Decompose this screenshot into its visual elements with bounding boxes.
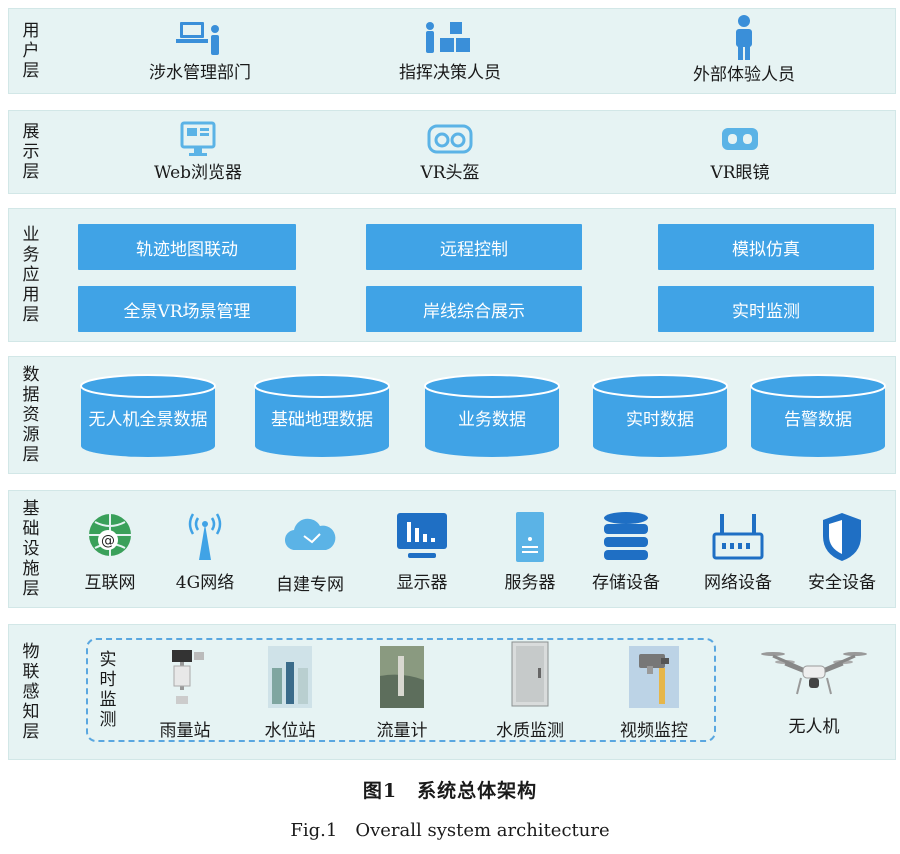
flow-meter-icon	[380, 646, 424, 708]
iot-video-surveillance: 视频监控	[604, 646, 704, 741]
rain-gauge-icon	[172, 650, 204, 704]
shield-icon	[823, 513, 861, 561]
globe-at-icon: @	[89, 514, 131, 556]
business-track-map: 轨迹地图联动	[78, 224, 296, 270]
figure-caption-en: Fig.1 Overall system architecture	[290, 820, 610, 841]
svg-text:@: @	[101, 533, 115, 549]
monitor-chart-icon	[397, 513, 447, 558]
drone-icon	[761, 652, 867, 695]
user-external-visitor: 外部体验人员	[664, 14, 824, 85]
antenna-icon	[188, 513, 222, 560]
display-vr-glasses: VR眼镜	[660, 120, 820, 183]
infra-server: 服务器	[488, 510, 572, 593]
iot-water-level: 水位站	[248, 646, 332, 741]
db-business: 业务数据	[424, 374, 560, 458]
vr-glasses-icon	[722, 128, 758, 150]
infra-layer-label: 基础设施层	[22, 499, 40, 599]
infra-security: 安全设备	[796, 510, 888, 593]
infra-network-device: 网络设备	[692, 510, 784, 593]
infra-storage: 存储设备	[580, 510, 672, 593]
database-cylinder-icon	[80, 374, 216, 457]
data-layer-label: 数据资源层	[22, 365, 40, 465]
infra-4g: 4G网络	[165, 508, 245, 593]
user-layer-label: 用户层	[22, 21, 40, 81]
iot-layer-label: 物联感知层	[22, 642, 40, 742]
business-vr-scene: 全景VR场景管理	[78, 286, 296, 332]
database-cylinder-icon	[750, 374, 886, 457]
vr-headset-icon	[427, 124, 473, 154]
infra-display: 显示器	[382, 510, 462, 593]
database-stack-icon	[604, 512, 648, 560]
water-level-station-icon	[268, 646, 312, 708]
db-realtime: 实时数据	[592, 374, 728, 458]
iot-rain-gauge: 雨量站	[140, 646, 230, 741]
user-command-decision: 指挥决策人员	[370, 18, 530, 83]
server-icon	[516, 512, 544, 562]
display-web-browser: Web浏览器	[118, 120, 278, 183]
user-water-management: 涉水管理部门	[120, 18, 280, 83]
business-shoreline: 岸线综合展示	[366, 286, 582, 332]
database-cylinder-icon	[254, 374, 390, 457]
business-remote-control: 远程控制	[366, 224, 582, 270]
iot-flow-meter: 流量计	[360, 646, 444, 741]
web-monitor-icon	[180, 121, 216, 156]
router-icon	[712, 514, 764, 560]
iot-drone: 无人机	[752, 644, 876, 737]
display-layer-label: 展示层	[22, 122, 40, 182]
database-cylinder-icon	[424, 374, 560, 457]
database-cylinder-icon	[592, 374, 728, 457]
realtime-monitoring-label: 实时监测	[99, 650, 117, 730]
infra-private-net: 自建专网	[262, 512, 358, 595]
figure-caption-cn: 图1 系统总体架构	[362, 780, 538, 802]
business-simulation: 模拟仿真	[658, 224, 874, 270]
computer-user-icon	[176, 22, 219, 55]
person-boxes-icon	[426, 22, 470, 53]
business-realtime-monitor: 实时监测	[658, 286, 874, 332]
db-alarm: 告警数据	[750, 374, 886, 458]
business-layer-label: 业务应用层	[22, 225, 40, 325]
cctv-camera-icon	[629, 646, 679, 708]
iot-water-quality: 水质监测	[480, 640, 580, 741]
cloud-network-icon	[284, 518, 336, 551]
person-icon	[736, 15, 752, 60]
db-basic-geo: 基础地理数据	[254, 374, 390, 458]
iot-layer: 物联感知层	[8, 624, 896, 760]
display-vr-headset: VR头盔	[370, 120, 530, 183]
water-quality-cabinet-icon	[511, 641, 549, 707]
db-uav-panorama: 无人机全景数据	[80, 374, 216, 458]
realtime-monitoring-group	[86, 638, 716, 742]
infra-internet: @ 互联网	[70, 510, 150, 593]
